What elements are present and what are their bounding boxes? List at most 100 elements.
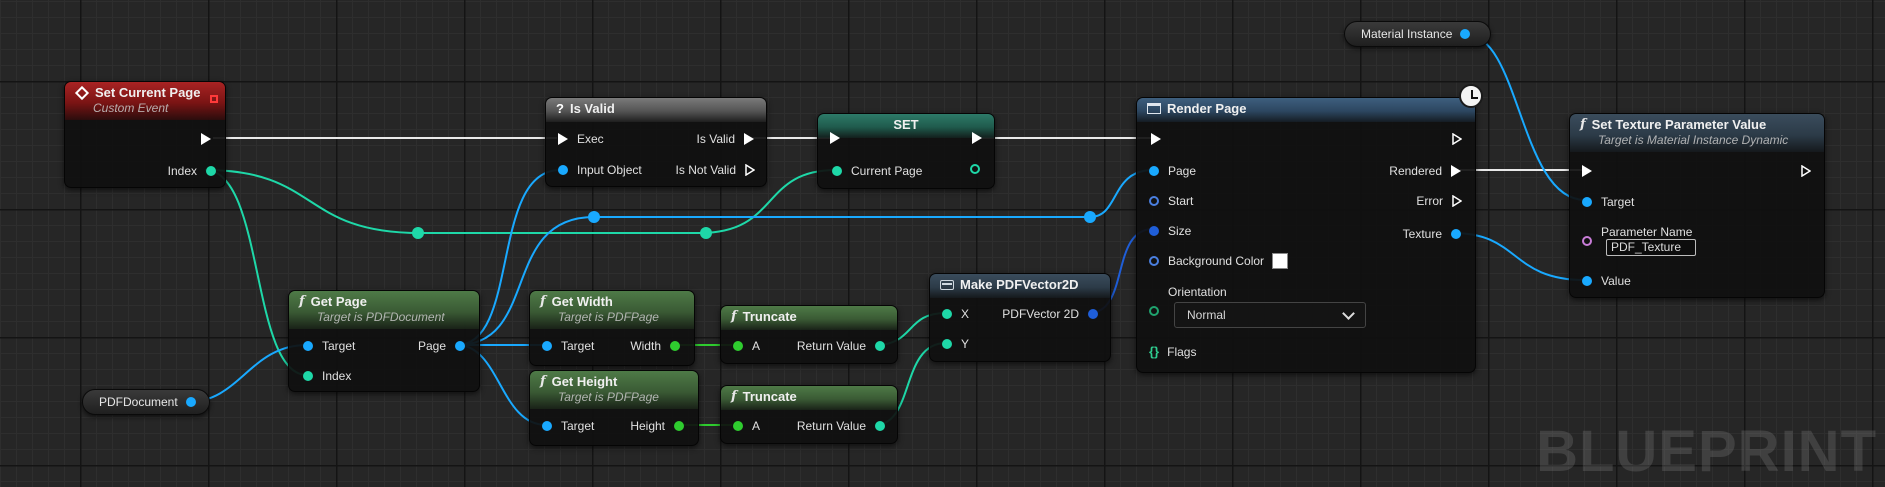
exec-in-pin[interactable] xyxy=(830,132,840,144)
exec-out-pin[interactable] xyxy=(201,133,211,145)
node-render-page[interactable]: Render Page Page Rendered Start Error Si… xyxy=(1136,97,1476,373)
page-input-pin[interactable] xyxy=(1149,166,1159,176)
a-input-pin[interactable] xyxy=(733,421,743,431)
node-make-pdfvector2d[interactable]: Make PDFVector2D X PDFVector 2D Y xyxy=(929,273,1111,362)
question-icon: ? xyxy=(556,101,564,116)
node-title: Is Valid xyxy=(569,101,615,116)
page-output-pin[interactable] xyxy=(455,341,465,351)
pin-label-target: Target xyxy=(322,339,356,353)
target-input-pin[interactable] xyxy=(303,341,313,351)
orientation-selected-value: Normal xyxy=(1187,308,1226,322)
exec-out-pin[interactable] xyxy=(972,132,982,144)
parameter-name-input-pin[interactable] xyxy=(1582,236,1592,246)
current-page-input-pin[interactable] xyxy=(832,166,842,176)
x-input-pin[interactable] xyxy=(942,309,952,319)
orientation-dropdown[interactable]: Normal xyxy=(1174,302,1366,328)
reroute-knot[interactable] xyxy=(700,227,712,239)
pin-label-a: A xyxy=(752,339,761,353)
wire-page-to-renderpage xyxy=(456,169,1154,346)
node-title: Render Page xyxy=(1167,101,1247,116)
start-input-pin[interactable] xyxy=(1149,196,1159,206)
pin-label-value: Value xyxy=(1601,274,1631,288)
function-icon: f xyxy=(731,309,737,324)
size-input-pin[interactable] xyxy=(1149,226,1159,236)
pin-label-parameter-name: Parameter Name xyxy=(1601,225,1693,239)
value-input-pin[interactable] xyxy=(1582,276,1592,286)
width-output-pin[interactable] xyxy=(670,341,680,351)
pin-label-target: Target xyxy=(561,419,595,433)
texture-output-pin[interactable] xyxy=(1451,229,1461,239)
node-title: SET xyxy=(893,117,919,132)
blueprint-watermark: BLUEPRINT xyxy=(1536,419,1877,484)
node-title: Set Texture Parameter Value xyxy=(1591,117,1767,132)
exec-in-pin[interactable] xyxy=(1151,133,1161,145)
pin-label-input-object: Input Object xyxy=(577,163,642,177)
exec-out-rendered-pin[interactable] xyxy=(1451,165,1461,177)
exec-out-pin[interactable] xyxy=(1801,165,1811,177)
pin-label-start: Start xyxy=(1168,194,1194,208)
node-subtitle: Target is PDFPage xyxy=(558,310,659,324)
pin-label-width: Width xyxy=(630,339,661,353)
pin-label-target: Target xyxy=(1601,195,1635,209)
pdf-document-output-pin[interactable] xyxy=(185,397,196,407)
delegate-pin-icon[interactable] xyxy=(210,95,218,103)
current-page-output-pin[interactable] xyxy=(970,164,980,174)
background-color-input-pin[interactable] xyxy=(1149,256,1159,266)
background-color-swatch[interactable] xyxy=(1272,253,1289,269)
reroute-knot[interactable] xyxy=(412,227,424,239)
node-title: Set Current Page xyxy=(95,85,201,100)
reroute-knot[interactable] xyxy=(588,211,600,223)
target-input-pin[interactable] xyxy=(542,421,552,431)
exec-in-pin[interactable] xyxy=(1582,165,1592,177)
pdfvector-output-pin[interactable] xyxy=(1088,309,1098,319)
target-input-pin[interactable] xyxy=(1582,197,1592,207)
exec-out-pin[interactable] xyxy=(1452,133,1462,145)
pin-label-error: Error xyxy=(1416,194,1443,208)
exec-in-pin[interactable] xyxy=(558,133,568,145)
target-input-pin[interactable] xyxy=(542,341,552,351)
y-input-pin[interactable] xyxy=(942,339,952,349)
node-title: Truncate xyxy=(742,389,797,404)
parameter-name-field[interactable]: PDF_Texture xyxy=(1606,239,1696,256)
pin-label-return-value: Return Value xyxy=(796,419,866,433)
input-object-pin[interactable] xyxy=(558,165,568,175)
return-value-output-pin[interactable] xyxy=(875,341,885,351)
exec-out-not-valid-pin[interactable] xyxy=(745,164,755,176)
node-set-current-page[interactable]: Set Current Page Custom Event Index xyxy=(64,81,226,188)
orientation-input-pin[interactable] xyxy=(1149,306,1159,316)
a-input-pin[interactable] xyxy=(733,341,743,351)
pin-label-a: A xyxy=(752,419,761,433)
node-title: Truncate xyxy=(742,309,797,324)
function-icon: f xyxy=(540,294,546,309)
exec-out-error-pin[interactable] xyxy=(1452,195,1462,207)
reroute-knot[interactable] xyxy=(1084,211,1096,223)
node-title: Get Height xyxy=(551,374,618,389)
material-instance-output-pin[interactable] xyxy=(1460,29,1471,39)
node-set-variable[interactable]: SET Current Page xyxy=(817,113,995,189)
flags-braces-icon[interactable]: {} xyxy=(1149,344,1160,359)
variable-pdf-document[interactable]: PDFDocument xyxy=(82,389,210,415)
pin-label-exec: Exec xyxy=(577,132,604,146)
variable-material-instance[interactable]: Material Instance xyxy=(1344,21,1491,47)
struct-icon xyxy=(940,279,954,290)
window-icon xyxy=(1147,103,1161,114)
node-subtitle: Custom Event xyxy=(93,101,169,115)
pin-label-x: X xyxy=(961,307,970,321)
node-title: Get Page xyxy=(310,294,367,309)
index-input-pin[interactable] xyxy=(303,371,313,381)
height-output-pin[interactable] xyxy=(674,421,684,431)
pin-label-is-valid: Is Valid xyxy=(696,132,735,146)
return-value-output-pin[interactable] xyxy=(875,421,885,431)
index-output-pin[interactable] xyxy=(206,166,216,176)
node-is-valid[interactable]: ?Is Valid Exec Is Valid Input Object Is … xyxy=(545,97,767,187)
node-subtitle: Target is PDFPage xyxy=(558,390,659,404)
wire-matinst-to-target xyxy=(1466,34,1586,201)
exec-out-valid-pin[interactable] xyxy=(744,133,754,145)
